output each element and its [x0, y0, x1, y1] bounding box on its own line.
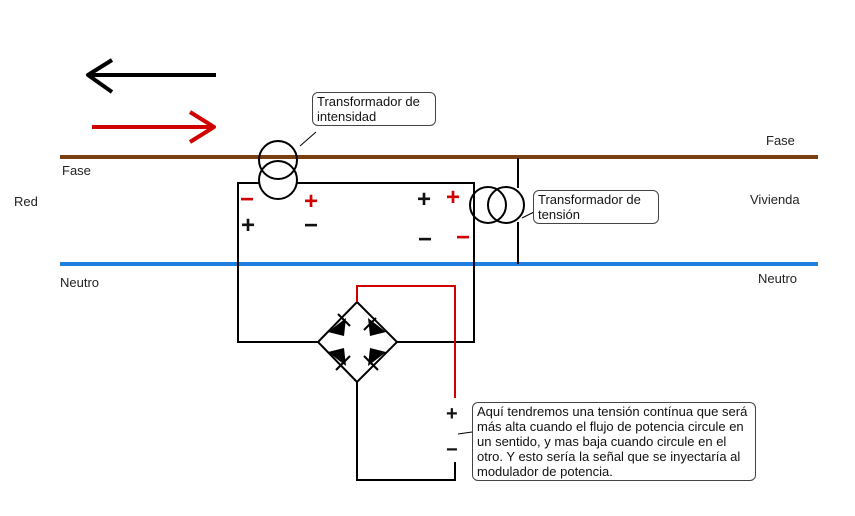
ct-minus-sign: −	[240, 186, 255, 213]
vt-plus-sign: +	[446, 184, 461, 211]
ct-minus-sign-black: −	[304, 212, 319, 239]
output-plus-sign: +	[446, 403, 458, 425]
vt-plus-sign-black: +	[417, 186, 432, 213]
diode-icon	[328, 348, 351, 371]
current-transformer-callout: Transformador de intensidad	[312, 92, 436, 126]
fase-left-label: Fase	[62, 163, 91, 178]
diode-bridge	[316, 300, 399, 384]
output-minus-sign: −	[446, 439, 458, 461]
arrow-left-icon	[86, 58, 216, 94]
signal-positive-line	[356, 285, 456, 398]
red-label: Red	[14, 194, 38, 209]
diode-icon	[328, 313, 351, 336]
voltage-transformer-callout: Transformador de tensión	[533, 190, 659, 224]
arrow-right-icon	[92, 110, 216, 144]
neutro-right-label: Neutro	[758, 271, 798, 286]
signal-negative-line	[356, 382, 456, 481]
vt-minus-sign-black: −	[418, 226, 433, 253]
vivienda-label: Vivienda	[750, 192, 800, 207]
current-transformer-icon	[258, 140, 298, 200]
ct-plus-sign: +	[304, 188, 319, 215]
explanation-callout: Aquí tendremos una tensión contínua que …	[472, 402, 756, 481]
ct-plus-sign-black: +	[241, 212, 256, 239]
neutro-left-label: Neutro	[60, 275, 100, 290]
diode-icon	[363, 348, 386, 371]
vt-minus-sign: −	[456, 224, 471, 251]
voltage-transformer-icon	[469, 186, 525, 224]
diode-icon	[363, 317, 386, 336]
fase-right-label: Fase	[766, 133, 795, 148]
